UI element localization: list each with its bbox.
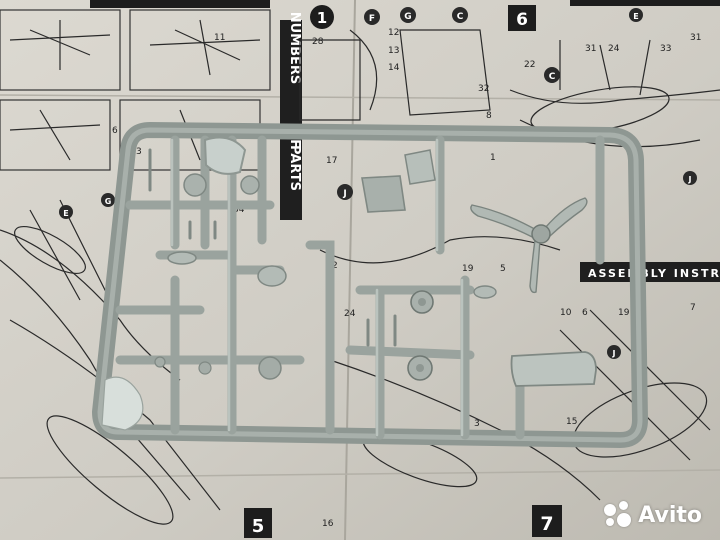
svg-text:J: J — [342, 189, 346, 199]
svg-text:15: 15 — [566, 417, 577, 427]
propeller-part — [470, 197, 588, 294]
parts-band — [280, 20, 302, 220]
svg-text:7: 7 — [540, 513, 553, 535]
svg-text:8: 8 — [486, 111, 492, 121]
svg-text:6: 6 — [582, 308, 588, 318]
svg-text:E: E — [633, 12, 638, 21]
step-marker-1 — [310, 5, 334, 29]
svg-text:3: 3 — [136, 147, 142, 157]
svg-text:19: 19 — [618, 308, 630, 318]
svg-text:G: G — [404, 12, 411, 22]
plastic-sprue — [92, 122, 648, 448]
svg-text:17: 17 — [326, 156, 337, 166]
svg-text:24: 24 — [608, 44, 620, 54]
svg-text:6: 6 — [112, 126, 118, 136]
svg-text:5: 5 — [252, 516, 265, 537]
step-markers: 1 5 6 7 — [244, 5, 562, 538]
assembly-header: ASSEMBLY INSTR — [588, 267, 720, 280]
svg-text:32: 32 — [478, 84, 489, 94]
svg-text:6: 6 — [516, 10, 528, 30]
svg-text:16: 16 — [322, 519, 334, 529]
svg-text:1: 1 — [490, 153, 496, 163]
svg-text:C: C — [549, 72, 556, 82]
step-marker-6 — [508, 5, 536, 31]
svg-text:E: E — [63, 209, 68, 218]
svg-text:12: 12 — [388, 28, 399, 38]
svg-text:34: 34 — [233, 205, 245, 215]
svg-text:28: 28 — [312, 37, 324, 47]
svg-text:C: C — [457, 12, 464, 22]
svg-text:33: 33 — [660, 44, 671, 54]
svg-text:22: 22 — [524, 60, 535, 70]
svg-text:7: 7 — [690, 303, 696, 313]
avito-watermark: Avito — [602, 500, 702, 530]
svg-text:F: F — [369, 14, 375, 24]
svg-text:3: 3 — [474, 419, 480, 429]
svg-text:5: 5 — [500, 264, 506, 274]
callouts: F G C E J J G C J E — [59, 7, 697, 359]
avito-brand-text: Avito — [638, 502, 702, 528]
svg-text:10: 10 — [560, 308, 572, 318]
svg-text:J: J — [688, 175, 692, 184]
svg-text:2: 2 — [332, 261, 338, 271]
part-numbers: 28 12 13 14 32 8 22 31 24 33 31 17 34 2 … — [112, 28, 701, 529]
svg-text:14: 14 — [388, 63, 400, 73]
parts-band-parts: PARTS — [287, 145, 302, 191]
svg-text:13: 13 — [388, 46, 399, 56]
svg-text:31: 31 — [585, 44, 596, 54]
svg-text:11: 11 — [214, 33, 225, 43]
step-marker-5 — [244, 508, 272, 538]
svg-text:J: J — [612, 349, 616, 358]
svg-text:24: 24 — [344, 309, 356, 319]
assembly-band — [580, 262, 720, 282]
avito-logo-icon — [602, 500, 632, 530]
svg-text:G: G — [105, 197, 112, 206]
svg-text:31: 31 — [690, 33, 701, 43]
svg-text:1: 1 — [317, 9, 327, 27]
step-marker-7 — [532, 505, 562, 537]
svg-text:19: 19 — [462, 264, 474, 274]
header-band — [90, 0, 270, 8]
parts-band-title: NUMBERS — [287, 12, 302, 85]
